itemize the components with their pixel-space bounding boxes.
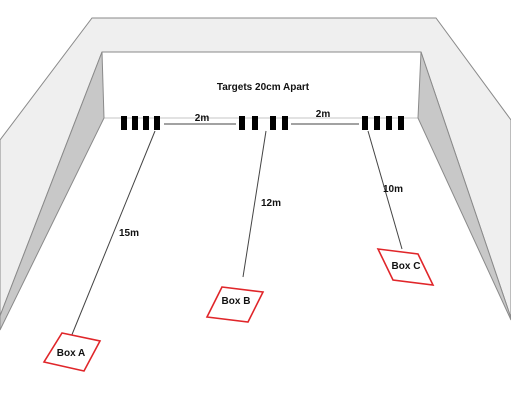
target — [239, 116, 245, 130]
target — [154, 116, 160, 130]
box-a: Box A — [42, 332, 102, 372]
box-a-outline — [42, 332, 102, 372]
target-group-center — [239, 116, 288, 130]
target — [252, 116, 258, 130]
distance-label-box-b: 12m — [261, 198, 281, 209]
target-group-right — [362, 116, 404, 130]
diagram-title: Targets 20cm Apart — [217, 82, 310, 93]
target — [398, 116, 404, 130]
box-b-outline — [205, 286, 265, 323]
box-b: Box B — [205, 286, 265, 323]
target — [270, 116, 276, 130]
left-wall-face — [0, 51, 105, 331]
target — [374, 116, 380, 130]
target — [362, 116, 368, 130]
target — [386, 116, 392, 130]
target — [143, 116, 149, 130]
target — [121, 116, 127, 130]
distance-label-box-a: 15m — [119, 228, 139, 239]
box-c-outline — [376, 248, 435, 286]
distance-line-box-a — [70, 130, 156, 338]
box-a-label: Box A — [57, 348, 86, 359]
spacing-label-right: 2m — [316, 109, 331, 120]
target — [132, 116, 138, 130]
distance-line-box-c — [367, 130, 403, 250]
distance-label-box-c: 10m — [383, 184, 403, 195]
box-c-label: Box C — [392, 261, 421, 272]
box-b-label: Box B — [222, 296, 251, 307]
box-c: Box C — [376, 248, 435, 286]
target — [282, 116, 288, 130]
spacing-label-left: 2m — [195, 113, 210, 124]
distance-line-box-b — [242, 130, 267, 278]
target-group-left — [121, 116, 160, 130]
right-wall-face — [417, 51, 511, 321]
